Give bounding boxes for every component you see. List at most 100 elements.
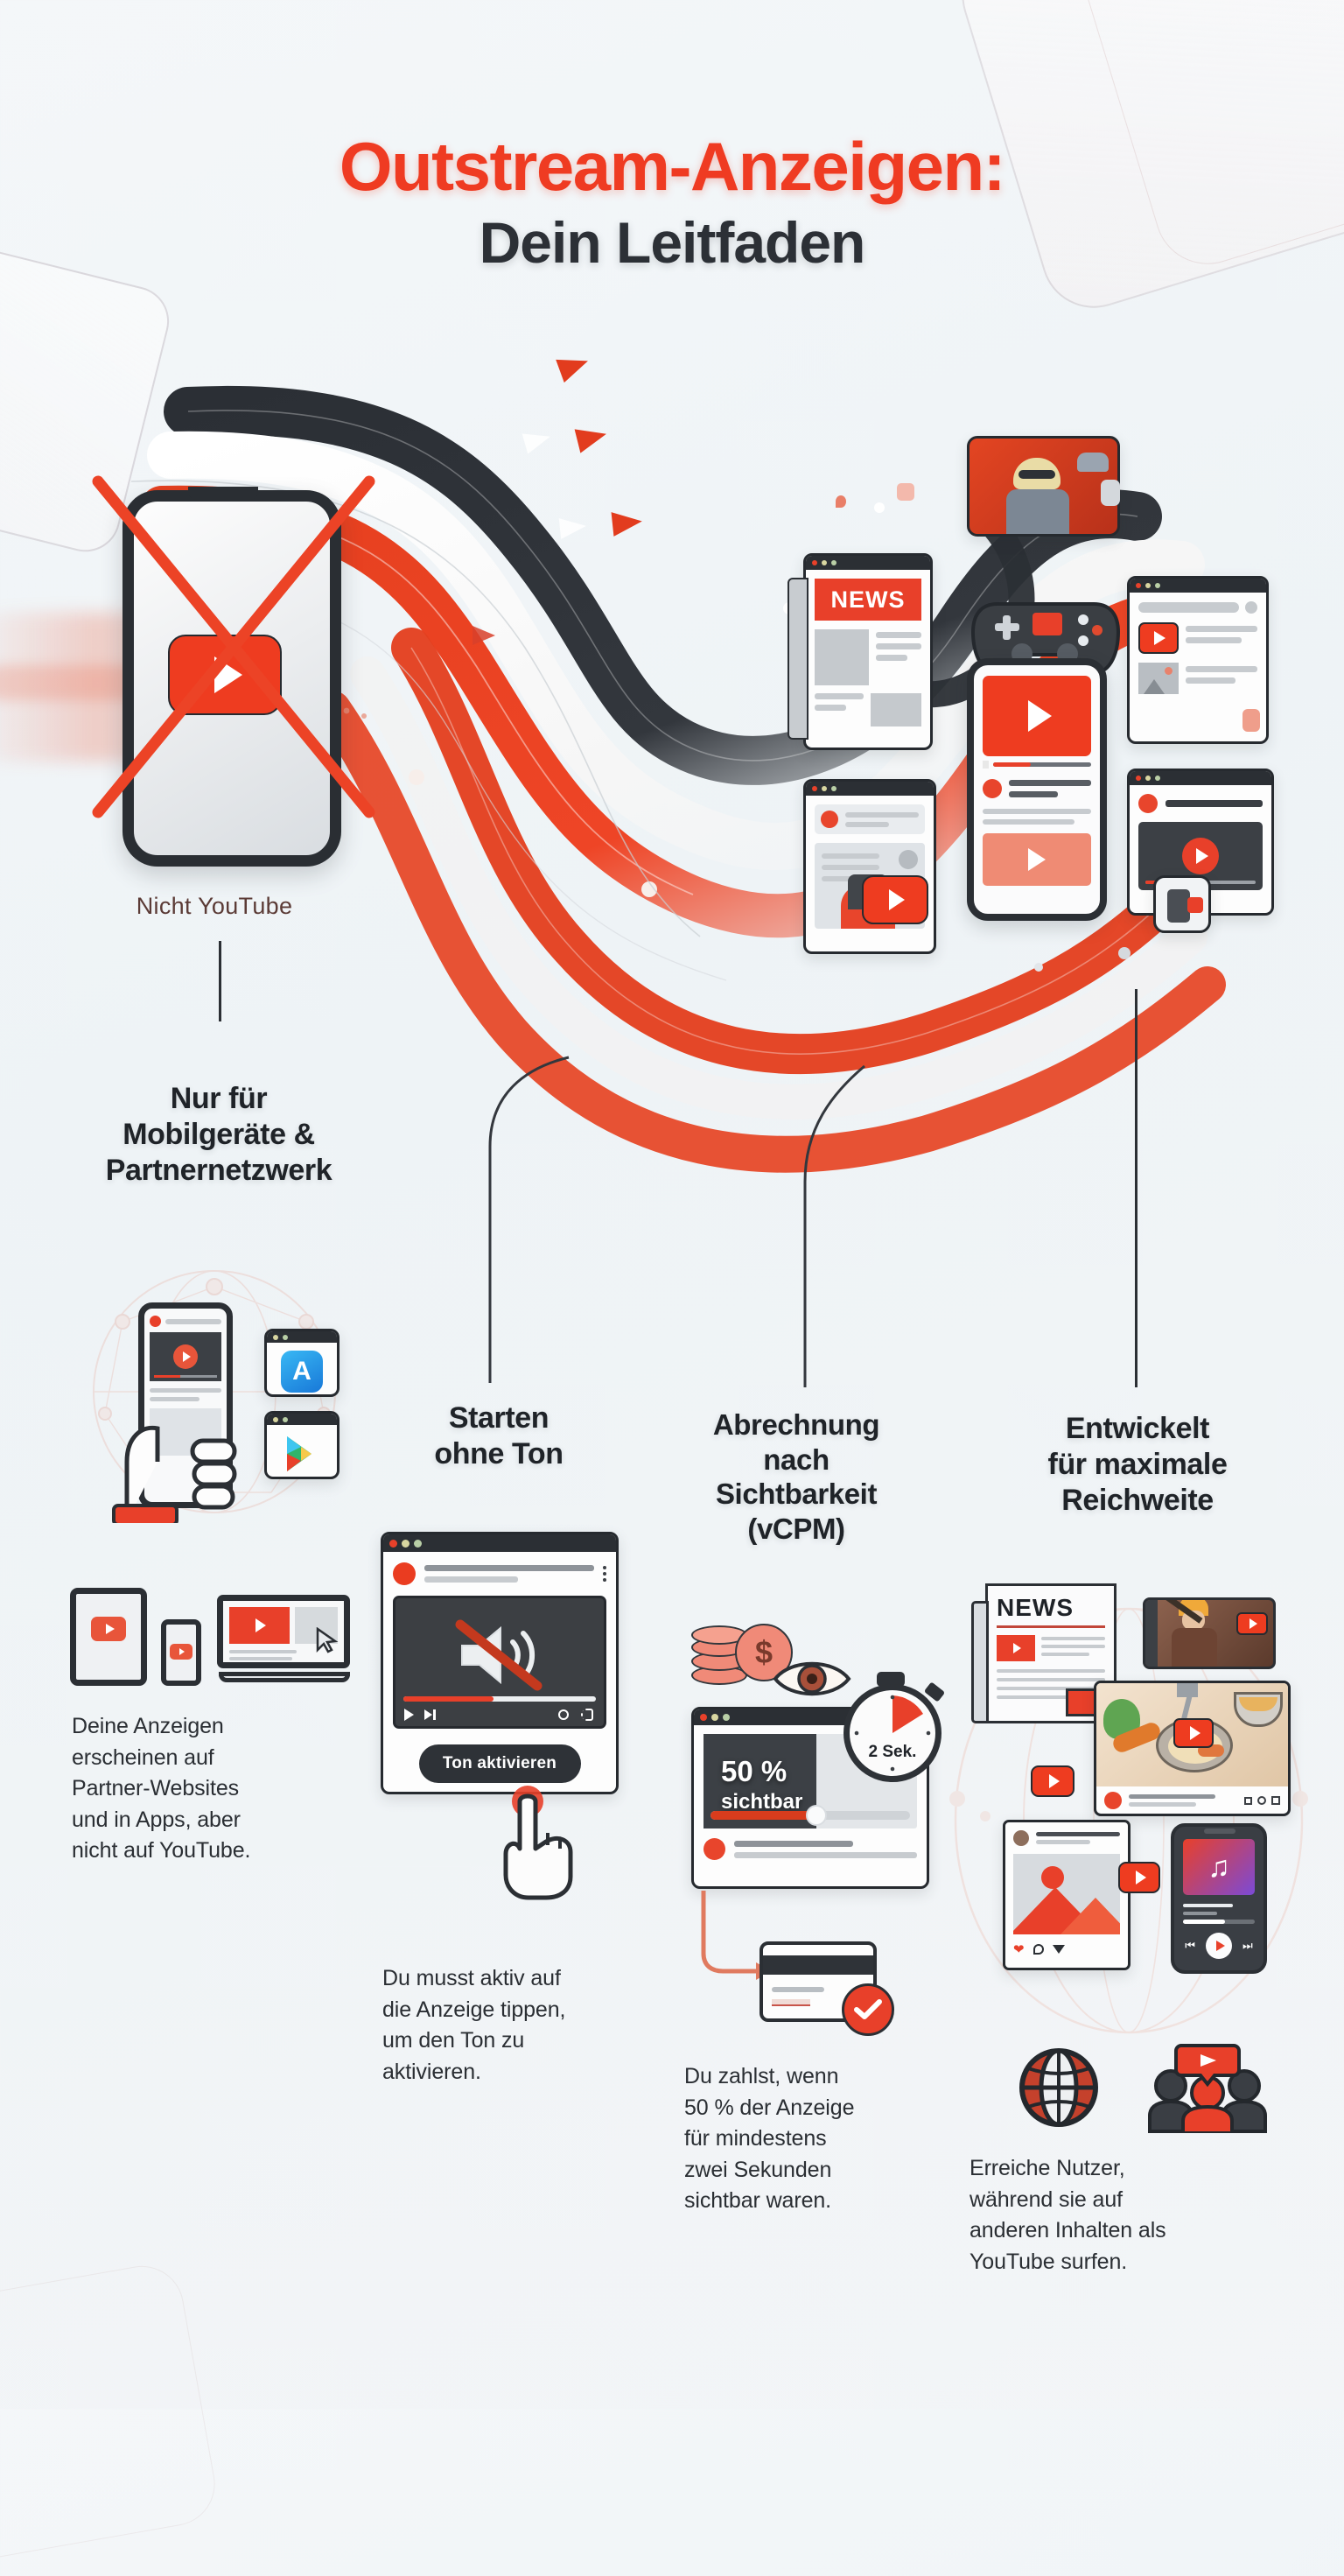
body-line: aktivieren. (382, 2059, 481, 2084)
app-store-card: A (264, 1329, 340, 1397)
column-heading-mobile-partner: Nur für Mobilgeräte & Partnernetzwerk (44, 1081, 394, 1188)
visibility-percent-label: 50 % (721, 1755, 788, 1787)
body-line: nicht auf YouTube. (72, 1838, 251, 1863)
body-line: YouTube surfen. (970, 2249, 1128, 2274)
page-title: Outstream-Anzeigen: Dein Leitfaden (0, 130, 1344, 274)
video-progress-bar[interactable] (403, 1696, 596, 1702)
column-heading-vcpm: Abrechnung nach Sichtbarkeit (vCPM) (665, 1407, 928, 1546)
body-line: Partner-Websites (72, 1776, 240, 1800)
decor-square (1242, 709, 1260, 732)
decor-square (897, 483, 914, 501)
heading-line: Entwickelt (1065, 1412, 1210, 1445)
settings-icon[interactable] (558, 1709, 569, 1720)
body-line: 50 % der Anzeige (684, 2095, 855, 2120)
youtube-play-icon (862, 875, 928, 924)
previous-track-icon[interactable]: ⏮ (1185, 1939, 1195, 1952)
reach-icons-row (1015, 2044, 1267, 2136)
channel-avatar (393, 1562, 416, 1585)
check-circle-icon (842, 1983, 894, 2036)
youtube-phone-mockup (92, 475, 375, 867)
skip-icon[interactable] (424, 1709, 436, 1720)
heading-line: (vCPM) (747, 1512, 845, 1545)
body-line: die Anzeige tippen, (382, 1997, 566, 2022)
cursor-icon (316, 1627, 339, 1653)
play-icon[interactable] (404, 1709, 414, 1721)
play-button[interactable] (1206, 1933, 1232, 1959)
youtube-play-icon (1031, 1765, 1074, 1797)
comment-icon[interactable] (1032, 1944, 1044, 1955)
column-body-max-reach: Erreiche Nutzer, während sie auf anderen… (970, 2153, 1293, 2278)
smartphone-icon (161, 1619, 201, 1686)
card-magnetic-stripe (763, 1955, 873, 1975)
more-options-icon[interactable] (603, 1566, 606, 1582)
connector-line-col2 (488, 1056, 570, 1383)
ad-viewport: 50 % sichtbar (704, 1734, 917, 1828)
body-line: und in Apps, aber (72, 1807, 241, 1832)
google-play-card (264, 1411, 340, 1479)
enable-sound-button[interactable]: Ton aktivieren (418, 1744, 581, 1783)
heading-line: Nur für (170, 1082, 268, 1115)
tapping-hand-icon (490, 1786, 595, 1900)
youtube-play-icon (1138, 622, 1179, 654)
youtube-play-icon (983, 676, 1091, 756)
stopwatch-crown (877, 1672, 905, 1687)
content-surfaces-illustration: NEWS (949, 1571, 1308, 2061)
slider-handle[interactable] (806, 1805, 828, 1826)
tablet-icon (70, 1588, 147, 1686)
body-line: Du musst aktiv auf (382, 1966, 561, 1990)
decor-dot (1118, 947, 1130, 959)
body-line: sichtbar waren. (684, 2188, 832, 2213)
fullscreen-icon[interactable] (581, 1709, 593, 1721)
video-surface[interactable] (393, 1596, 606, 1729)
credit-card-icon (760, 1941, 894, 2036)
heading-line: Reichweite (1061, 1483, 1214, 1517)
share-icon[interactable] (1052, 1945, 1065, 1954)
heading-line: Starten (448, 1401, 550, 1435)
body-line: zwei Sekunden (684, 2157, 832, 2182)
heading-line: Mobilgeräte & (122, 1117, 315, 1151)
decor-drop (836, 495, 846, 508)
column-body-vcpm: Du zahlst, wenn 50 % der Anzeige für min… (684, 2061, 947, 2217)
hand-holding-phone-illustration: A (70, 1260, 359, 1523)
visibility-sub-label: sichtbar (721, 1790, 803, 1814)
heading-line: für maximale (1047, 1447, 1228, 1481)
decor-square (1101, 480, 1120, 506)
newspaper-masthead: NEWS (997, 1594, 1074, 1621)
body-line: Du zahlst, wenn (684, 2064, 839, 2088)
decor-shape-bottom-left (0, 2259, 222, 2576)
crossed-out-icon (92, 475, 375, 818)
body-line: um den Ton zu (382, 2028, 525, 2053)
cooking-video-icon (1094, 1681, 1291, 1816)
photo-post-icon: ❤ (1003, 1820, 1130, 1970)
youtube-play-icon (1118, 1862, 1160, 1893)
google-play-icon (287, 1436, 312, 1471)
heading-line: Sichtbarkeit (715, 1478, 878, 1511)
laptop-icon (217, 1595, 350, 1668)
youtube-badge (1066, 1688, 1097, 1716)
device-icon (1153, 875, 1211, 933)
hand-icon (112, 1425, 237, 1523)
audience-icon (1148, 2044, 1267, 2133)
heart-icon[interactable]: ❤ (1013, 1942, 1025, 1957)
column-body-starts-muted: Du musst aktiv auf die Anzeige tippen, u… (382, 1963, 636, 2088)
stacked-card-edge (788, 578, 808, 740)
column-heading-max-reach: Entwickelt für maximale Reichweite (967, 1411, 1308, 1518)
muted-speaker-icon (455, 1619, 542, 1691)
heading-line: ohne Ton (434, 1436, 564, 1470)
decor-dot (1034, 963, 1043, 972)
browser-window-card (1127, 576, 1269, 744)
connector-line-col1 (219, 941, 221, 1021)
body-line: während sie auf (970, 2186, 1124, 2212)
body-line: Deine Anzeigen (72, 1714, 224, 1738)
eye-icon (773, 1661, 851, 1696)
connector-line-col3 (803, 1064, 865, 1387)
device-family-illustration (70, 1584, 359, 1698)
body-line: für mindestens (684, 2126, 827, 2151)
next-track-icon[interactable]: ⏭ (1242, 1939, 1253, 1952)
stopwatch-duration-label: 2 Sek. (868, 1743, 917, 1761)
muted-video-player-card: Ton aktivieren (381, 1532, 619, 1794)
app-store-icon: A (281, 1351, 323, 1393)
body-line: Erreiche Nutzer, (970, 2156, 1125, 2180)
visibility-slider[interactable] (710, 1805, 910, 1826)
